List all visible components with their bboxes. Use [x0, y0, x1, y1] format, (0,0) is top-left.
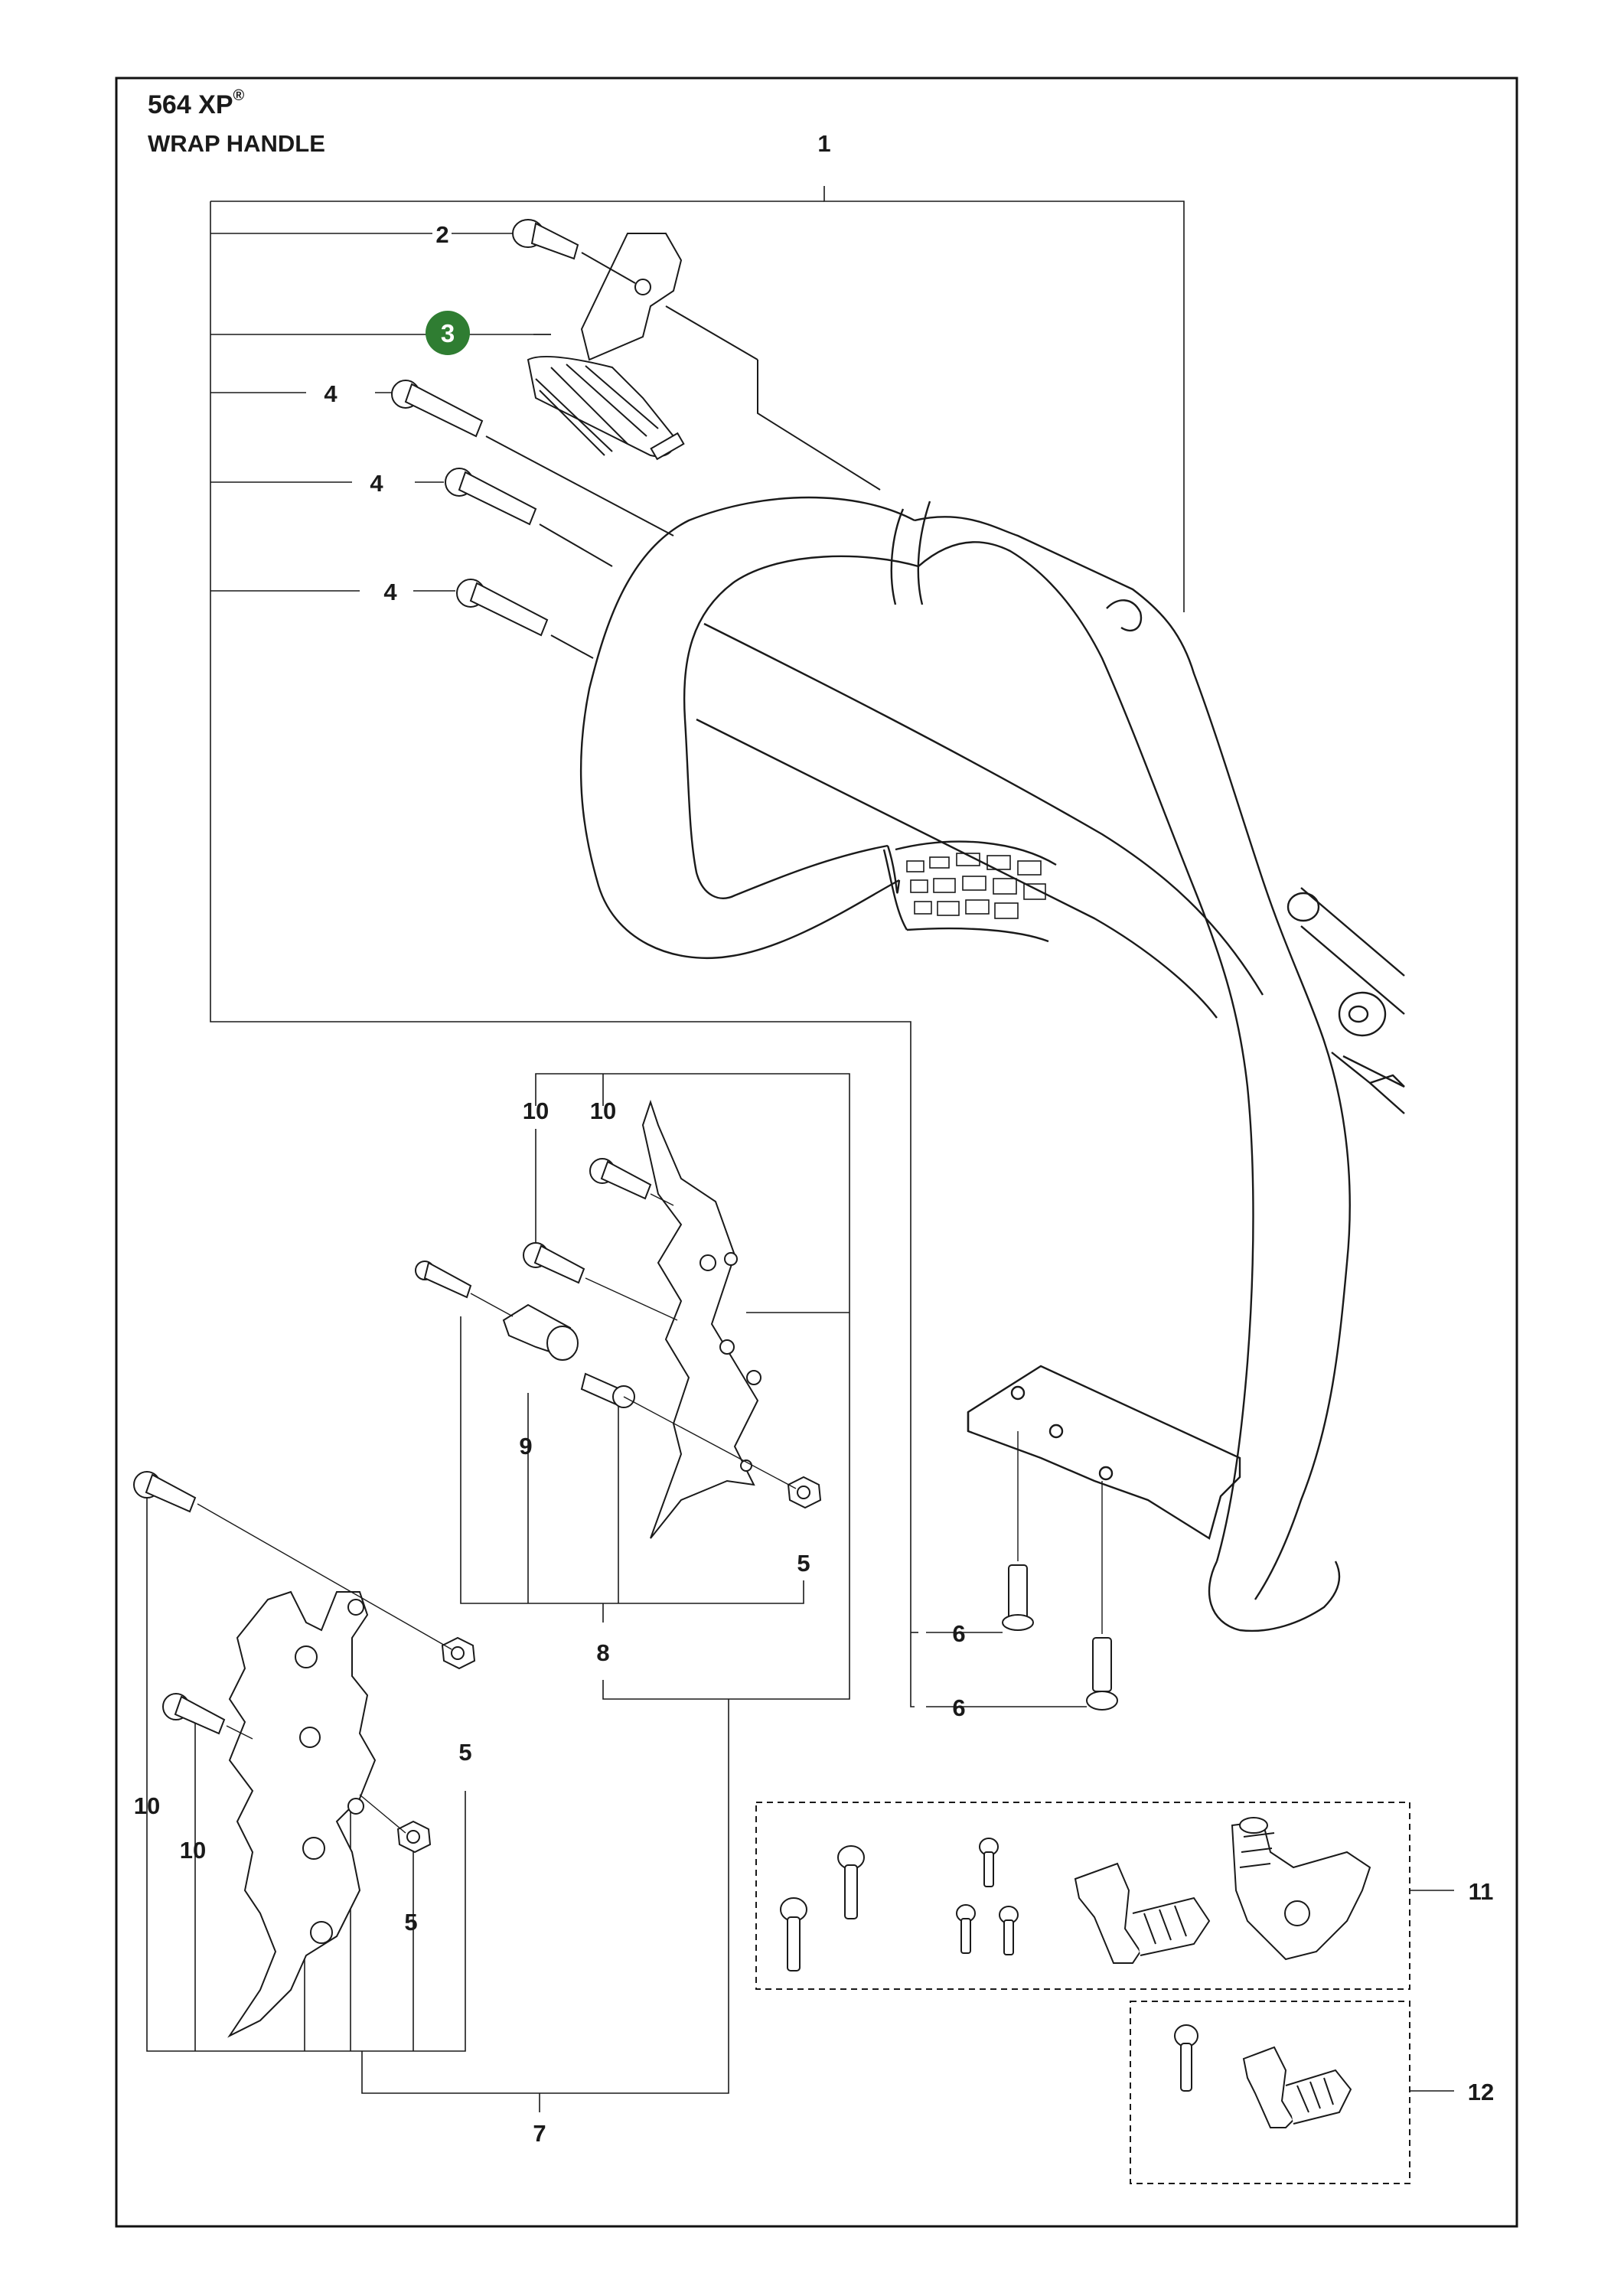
callout-3: 3 — [441, 319, 455, 347]
callout-12: 12 — [1468, 2079, 1494, 2105]
callout-2: 2 — [435, 221, 448, 248]
kit-12-parts — [1174, 2024, 1352, 2128]
callout-3-highlight[interactable]: 3 — [426, 311, 470, 355]
callout-11: 11 — [1469, 1878, 1494, 1905]
callout-10a: 10 — [523, 1097, 549, 1124]
bolt-2 — [512, 219, 636, 284]
group-8-leaders — [470, 1193, 797, 1489]
av-bracket-3 — [527, 233, 881, 491]
kit-11-box — [755, 1802, 1410, 1990]
callout-5c: 5 — [404, 1909, 417, 1936]
kit-11-parts — [780, 1817, 1371, 1971]
buffer-bracket-7 — [133, 1471, 476, 2038]
wrap-handle-bar — [579, 496, 1405, 1632]
kit-12-box — [1130, 2001, 1410, 2184]
bracket-1 — [210, 201, 915, 1707]
callout-5a: 5 — [797, 1550, 810, 1577]
diagram-title: WRAP HANDLE — [148, 130, 325, 157]
screws-6 — [1002, 1431, 1118, 1711]
bolts-4 — [391, 380, 674, 659]
page-frame — [115, 77, 1518, 2228]
callout-1: 1 — [817, 130, 830, 157]
highlight-badge — [426, 311, 470, 355]
model-title: 564 XP® — [148, 87, 245, 119]
callout-10c: 10 — [134, 1792, 160, 1819]
callout-7: 7 — [533, 2120, 546, 2147]
grip-texture — [906, 853, 1046, 919]
callout-5b: 5 — [458, 1739, 471, 1766]
callout-4c: 4 — [383, 579, 397, 605]
callout-6b: 6 — [952, 1694, 965, 1721]
callout-6a: 6 — [952, 1620, 965, 1647]
callout-4b: 4 — [370, 470, 383, 497]
callout-10b: 10 — [590, 1097, 616, 1124]
callout-4a: 4 — [324, 380, 338, 407]
callout-8: 8 — [596, 1639, 609, 1666]
buffer-bracket-8 — [415, 1099, 822, 1539]
callout-10d: 10 — [180, 1837, 206, 1864]
callout-9: 9 — [519, 1433, 532, 1459]
group-7-leaders — [197, 1503, 452, 1834]
leader-1 — [823, 186, 1185, 612]
mounting-plate — [967, 1365, 1241, 1540]
